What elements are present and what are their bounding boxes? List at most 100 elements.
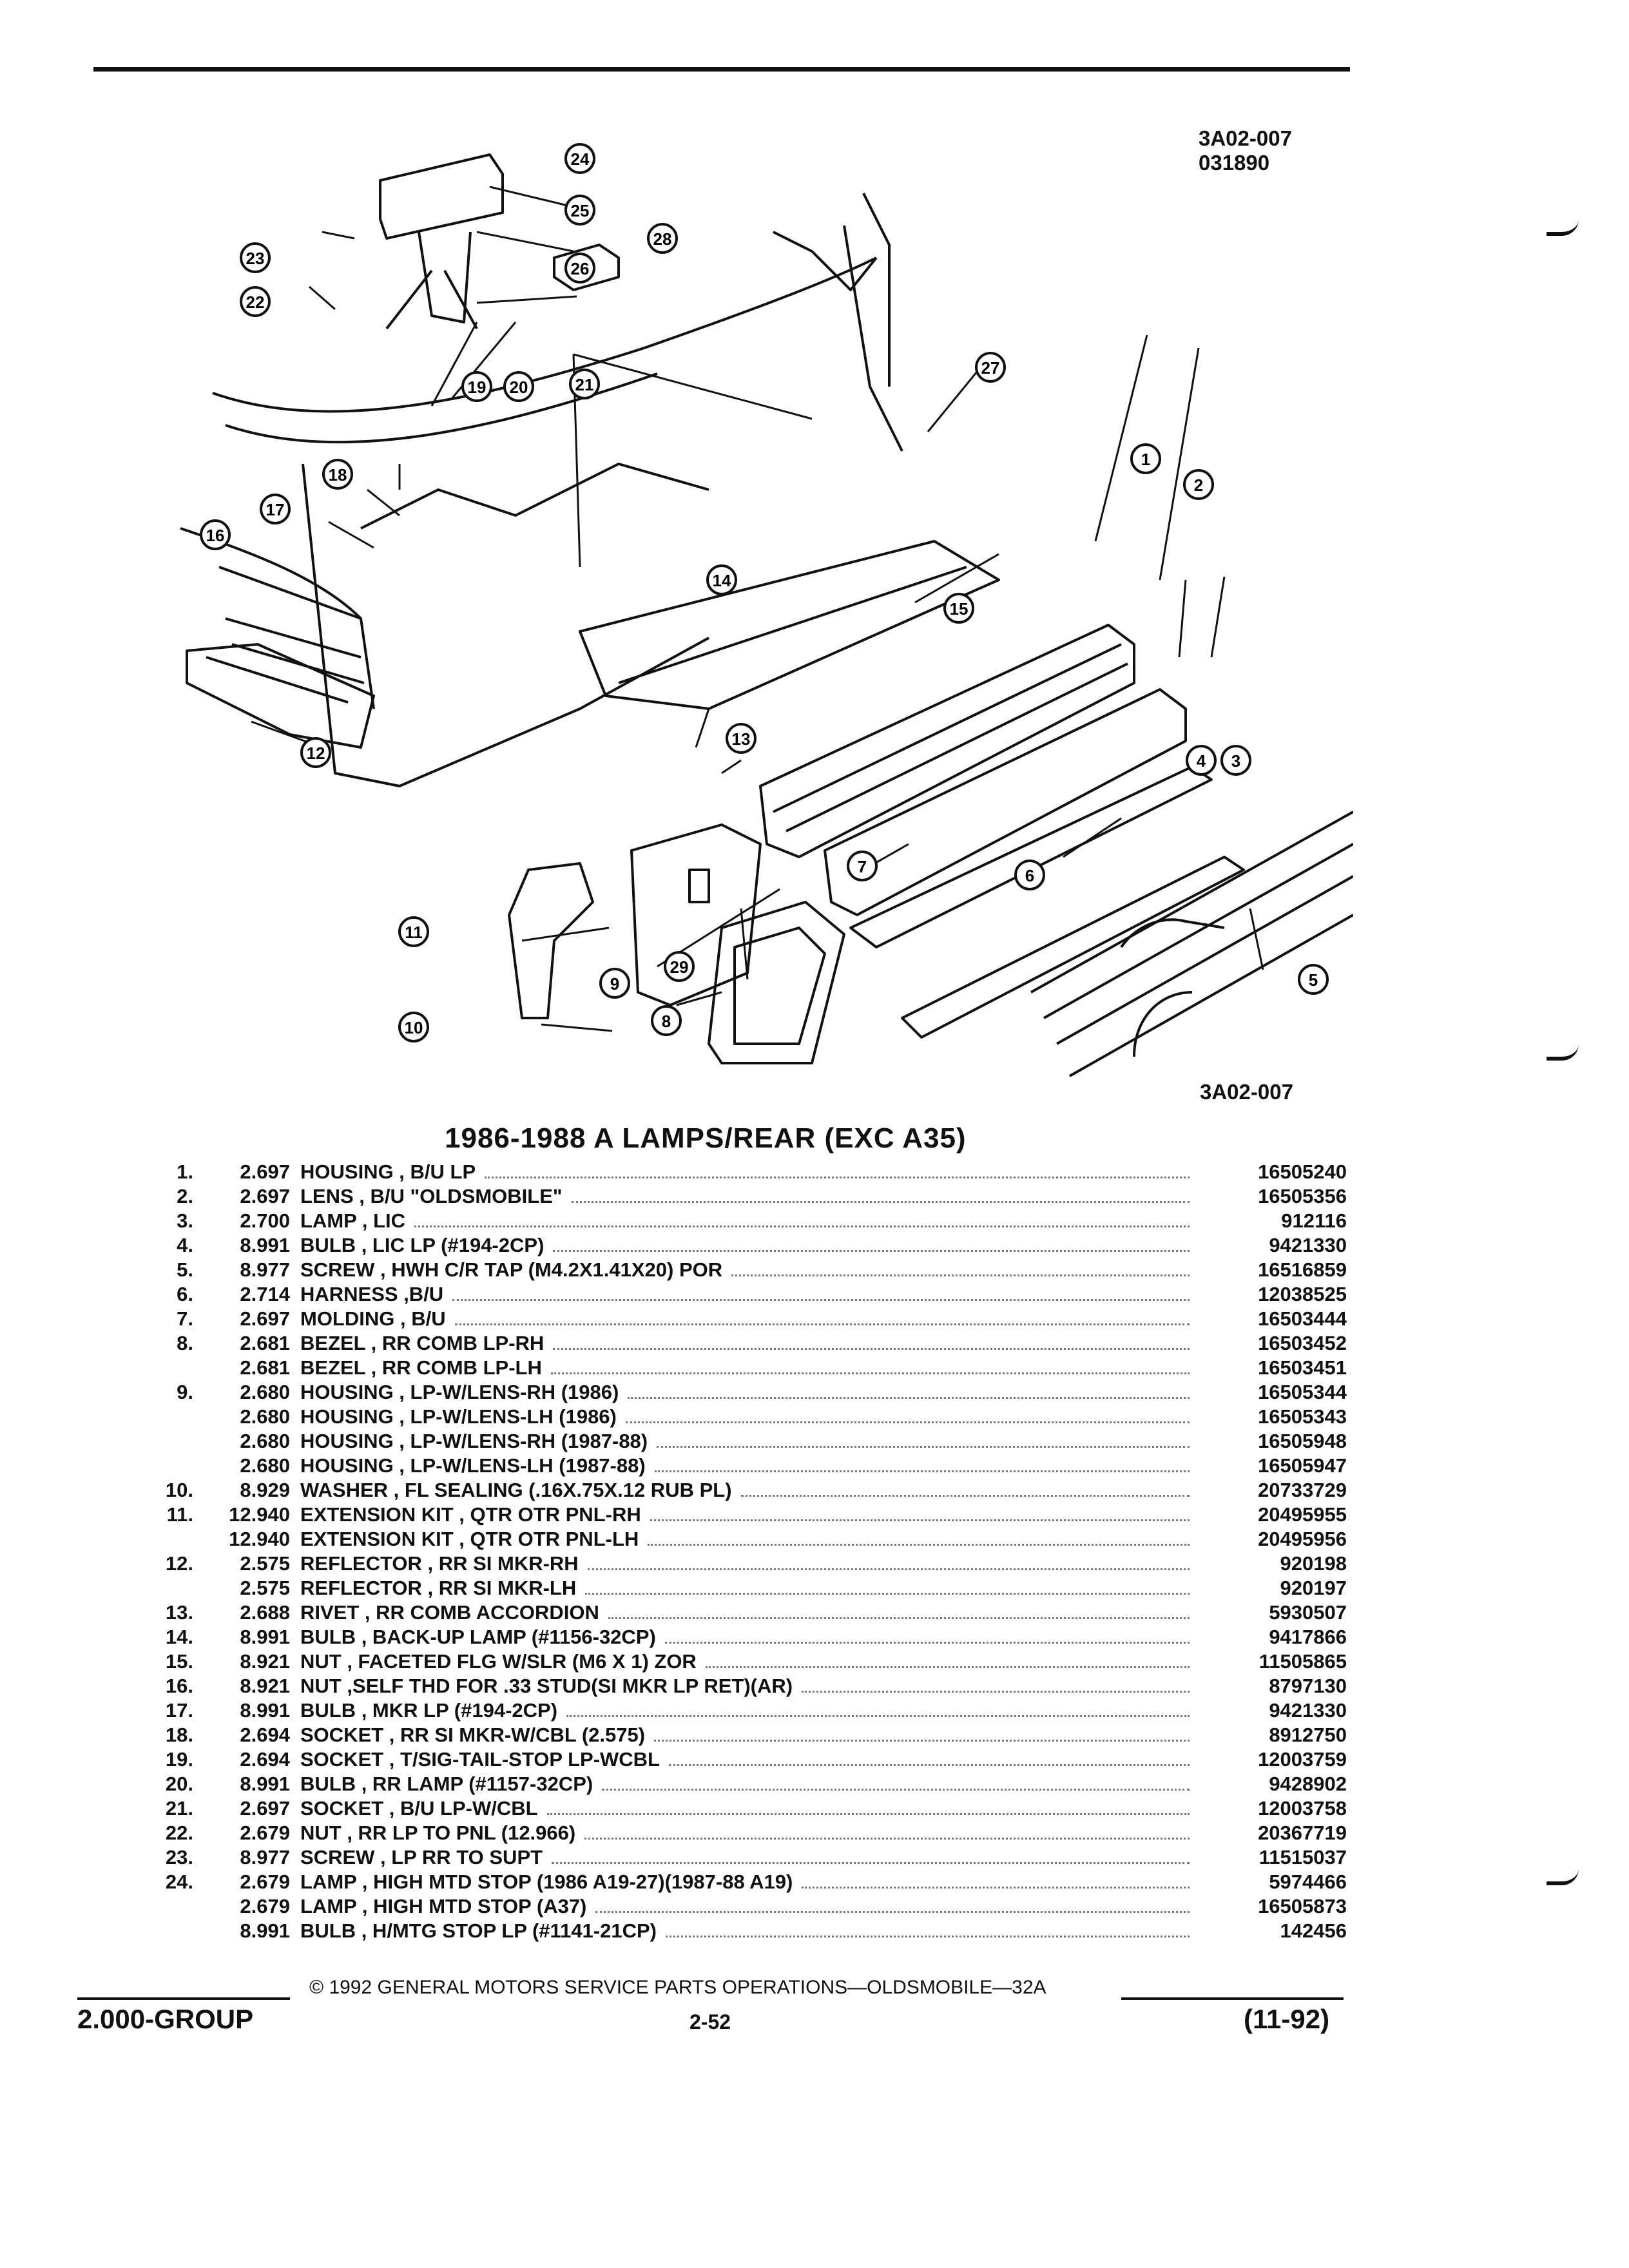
part-description-cell: HOUSING , LP-W/LENS-RH (1986): [300, 1380, 1231, 1405]
callout-5: 5: [1298, 964, 1329, 995]
part-description-cell: HOUSING , LP-W/LENS-LH (1987-88): [300, 1454, 1231, 1478]
callout-label: 24: [571, 149, 590, 169]
description-wrap: BULB , LIC LP (#194-2CP): [300, 1233, 1196, 1258]
item-number: 22.: [165, 1821, 193, 1845]
callout-label: 7: [858, 857, 867, 876]
part-description: HOUSING , LP-W/LENS-LH (1987-88): [300, 1454, 646, 1477]
part-description-cell: HOUSING , LP-W/LENS-RH (1987-88): [300, 1429, 1231, 1454]
description-wrap: NUT , FACETED FLG W/SLR (M6 X 1) ZOR: [300, 1649, 1196, 1674]
group-number: 8.929: [240, 1479, 290, 1502]
footer-copyright: © 1992 GENERAL MOTORS SERVICE PARTS OPER…: [309, 1977, 1046, 1998]
callout-16: 16: [200, 519, 231, 550]
part-number: 20733729: [1258, 1479, 1347, 1502]
group-number: 2.697: [240, 1185, 290, 1208]
item-number: 23.: [165, 1846, 193, 1869]
part-description: REFLECTOR , RR SI MKR-RH: [300, 1552, 579, 1575]
part-description-cell: EXTENSION KIT , QTR OTR PNL-RH: [300, 1503, 1231, 1527]
description-wrap: LENS , B/U "OLDSMOBILE": [300, 1184, 1196, 1209]
part-number: 20367719: [1258, 1821, 1347, 1845]
part-description-cell: MOLDING , B/U: [300, 1307, 1231, 1331]
item-number: 6.: [177, 1283, 193, 1306]
callout-label: 6: [1025, 866, 1034, 885]
dot-leader: [802, 1887, 1190, 1888]
dot-leader: [585, 1593, 1190, 1595]
part-number: 16505873: [1258, 1895, 1347, 1918]
part-description-cell: BULB , H/MTG STOP LP (#1141-21CP): [300, 1919, 1231, 1943]
description-wrap: BULB , MKR LP (#194-2CP): [300, 1698, 1196, 1723]
dot-leader: [625, 1421, 1190, 1423]
callout-label: 25: [571, 201, 590, 220]
description-wrap: SOCKET , T/SIG-TAIL-STOP LP-WCBL: [300, 1747, 1196, 1772]
callout-label: 22: [246, 293, 265, 312]
part-description-cell: NUT ,SELF THD FOR .33 STUD(SI MKR LP RET…: [300, 1674, 1231, 1698]
callout-27: 27: [975, 352, 1006, 383]
item-number: 17.: [165, 1699, 193, 1722]
diagram-linework: [180, 153, 1353, 1077]
item-number: 24.: [165, 1870, 193, 1894]
description-wrap: SOCKET , B/U LP-W/CBL: [300, 1796, 1196, 1821]
description-wrap: MOLDING , B/U: [300, 1307, 1196, 1331]
part-number: 9421330: [1269, 1234, 1347, 1257]
callout-label: 13: [732, 729, 751, 749]
part-description: HOUSING , B/U LP: [300, 1160, 476, 1183]
item-number: 19.: [165, 1748, 193, 1771]
part-description-cell: BULB , MKR LP (#194-2CP): [300, 1698, 1231, 1723]
description-wrap: HOUSING , LP-W/LENS-LH (1986): [300, 1405, 1196, 1429]
callout-11: 11: [398, 916, 429, 947]
callout-21: 21: [569, 369, 600, 399]
part-number: 142456: [1280, 1919, 1347, 1943]
drawing-caption: 3A02-007: [1200, 1080, 1293, 1104]
footer-group-label: 2.000-GROUP: [77, 2004, 254, 2034]
part-number: 16505344: [1258, 1381, 1347, 1404]
diagram-leader-lines: [251, 186, 1264, 1032]
part-number: 12038525: [1258, 1283, 1347, 1306]
part-description-cell: LAMP , LIC: [300, 1209, 1231, 1233]
callout-label: 21: [575, 375, 594, 394]
part-description-cell: HARNESS ,B/U: [300, 1282, 1231, 1307]
callout-label: 1: [1141, 450, 1150, 469]
item-number: 2.: [177, 1185, 193, 1208]
section-title: 1986-1988 A LAMPS/REAR (EXC A35): [445, 1122, 967, 1154]
item-number: [122, 1894, 206, 1919]
part-description: EXTENSION KIT , QTR OTR PNL-RH: [300, 1503, 641, 1526]
callout-14: 14: [706, 564, 737, 595]
part-description-cell: REFLECTOR , RR SI MKR-RH: [300, 1552, 1231, 1576]
part-description: BULB , LIC LP (#194-2CP): [300, 1234, 545, 1256]
item-number: 20.: [165, 1773, 193, 1796]
callout-25: 25: [564, 195, 595, 226]
description-wrap: BEZEL , RR COMB LP-LH: [300, 1356, 1196, 1380]
callout-label: 5: [1309, 970, 1318, 990]
item-number: 5.: [177, 1258, 193, 1282]
item-number: 18.: [165, 1724, 193, 1747]
part-description: LAMP , HIGH MTD STOP (A37): [300, 1895, 587, 1917]
callout-label: 29: [670, 957, 689, 977]
dot-leader: [666, 1936, 1190, 1937]
callout-label: 26: [571, 259, 590, 278]
margin-mark: [1547, 219, 1579, 236]
group-number: 12.940: [229, 1528, 290, 1551]
dot-leader: [566, 1715, 1190, 1717]
callout-10: 10: [398, 1012, 429, 1043]
description-wrap: REFLECTOR , RR SI MKR-RH: [300, 1552, 1196, 1576]
dot-leader: [628, 1397, 1190, 1399]
group-number: 2.688: [240, 1601, 290, 1624]
dot-leader: [553, 1348, 1190, 1350]
part-description-cell: SOCKET , T/SIG-TAIL-STOP LP-WCBL: [300, 1747, 1231, 1772]
part-description-cell: SOCKET , RR SI MKR-W/CBL (2.575): [300, 1723, 1231, 1747]
dot-leader: [608, 1617, 1190, 1619]
part-number: 20495956: [1258, 1528, 1347, 1551]
group-number: 2.681: [240, 1356, 290, 1379]
callout-1: 1: [1130, 443, 1161, 474]
part-description: HOUSING , LP-W/LENS-RH (1987-88): [300, 1430, 648, 1452]
dot-leader: [414, 1225, 1190, 1227]
callout-23: 23: [240, 242, 271, 273]
callout-label: 11: [405, 923, 423, 942]
